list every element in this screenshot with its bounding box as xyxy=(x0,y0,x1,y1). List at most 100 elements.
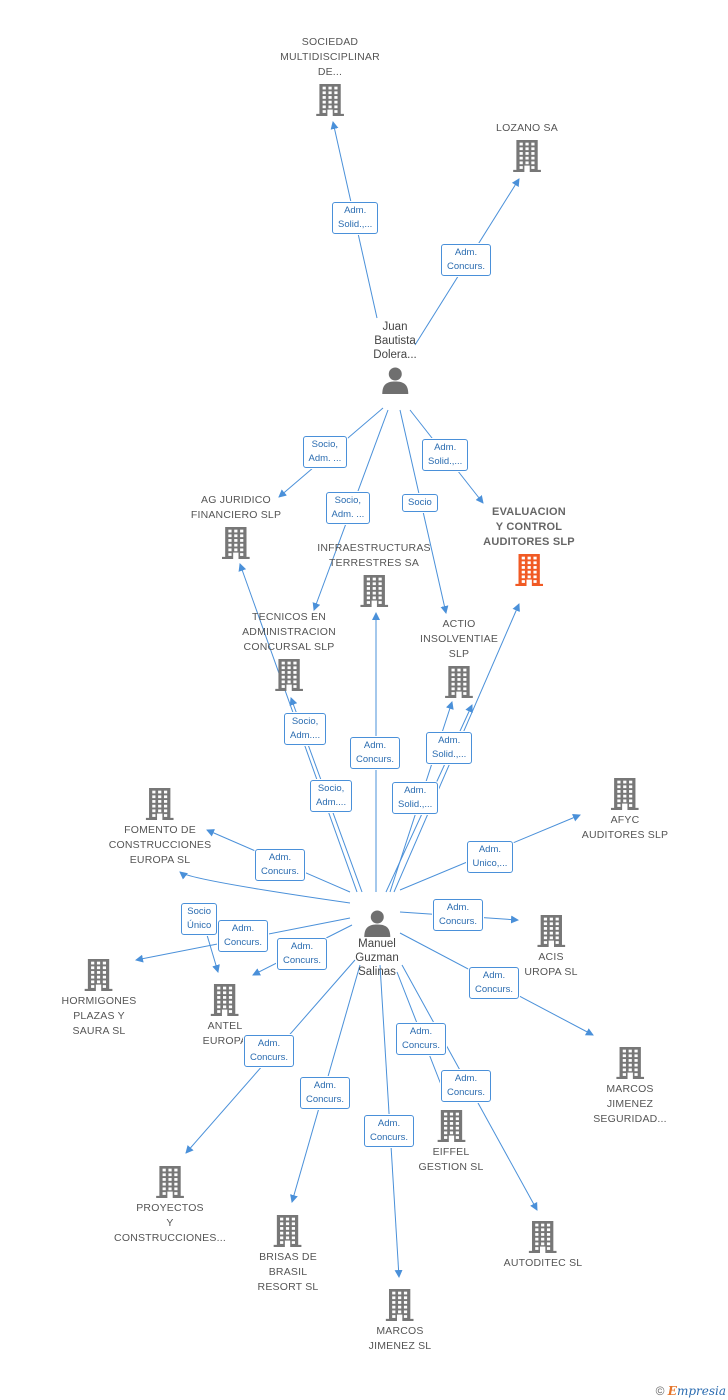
relation-text: Concurs. xyxy=(475,984,514,995)
relation-label[interactable]: Adm. Concurs. xyxy=(469,967,520,999)
relation-text: Adm.... xyxy=(316,797,347,808)
relation-label[interactable]: Adm.Solid.,... xyxy=(332,202,379,234)
relation-label[interactable]: Adm.Concurs. xyxy=(433,899,484,931)
company-name: SAURA SL xyxy=(72,1025,126,1037)
building-icon xyxy=(258,1215,319,1247)
company-name: EVALUACION xyxy=(492,506,566,518)
building-icon xyxy=(114,1166,226,1198)
person-name: Manuel xyxy=(358,938,396,950)
person-icon xyxy=(355,909,398,937)
company-name: EIFFEL xyxy=(432,1146,470,1158)
relation-text: Socio, xyxy=(311,439,339,450)
company-name: SLP xyxy=(448,648,470,660)
relation-text: Concurs. xyxy=(306,1094,345,1105)
relation-label[interactable]: Socio,Adm.... xyxy=(310,780,353,812)
relation-label[interactable]: Adm.Concurs. xyxy=(255,849,306,881)
building-icon xyxy=(418,1110,483,1142)
relation-label[interactable]: Socio xyxy=(402,494,438,512)
company-name: HORMIGONES xyxy=(61,995,137,1007)
company-name: JIMENEZ SL xyxy=(368,1340,432,1352)
relation-label[interactable]: Adm.Solid.,... xyxy=(392,782,439,814)
person-name: Salinas xyxy=(358,966,396,978)
company-name: EUROPA xyxy=(202,1035,248,1047)
company-node[interactable]: AUTODITEC SL xyxy=(504,1217,583,1271)
relation-label[interactable]: Adm.Solid.,... xyxy=(426,732,473,764)
relation-text: Unico,... xyxy=(472,858,508,869)
company-name: ANTEL xyxy=(207,1020,243,1032)
relation-text: Adm. xyxy=(231,923,255,934)
relation-text: Socio xyxy=(187,906,212,917)
relation-text: Adm. xyxy=(363,740,387,751)
company-node[interactable]: EIFFEL GESTION SL xyxy=(418,1106,483,1175)
company-node[interactable]: ACTIO INSOLVENTIAE SLP xyxy=(420,617,498,698)
relation-text: Adm. xyxy=(434,442,457,453)
relation-text: Socio xyxy=(408,497,432,508)
relation-label[interactable]: Adm.Concurs. xyxy=(244,1035,295,1067)
relation-text: Adm. xyxy=(482,970,506,981)
company-name: AUTODITEC SL xyxy=(503,1257,583,1269)
company-name: EUROPA SL xyxy=(129,854,191,866)
company-name: SEGURIDAD... xyxy=(593,1113,667,1125)
company-name: ADMINISTRACION xyxy=(242,626,336,638)
company-name: TECNICOS EN xyxy=(252,611,326,623)
building-icon xyxy=(593,1047,667,1079)
relation-text: Adm. ... xyxy=(331,509,365,520)
relation-label[interactable]: Socio,Adm.... xyxy=(284,713,327,745)
relation-text: Adm. xyxy=(344,205,367,216)
company-name: ACTIO xyxy=(442,618,476,630)
relation-label[interactable]: Adm.Concurs. xyxy=(218,920,269,952)
company-name: RESORT SL xyxy=(257,1281,319,1293)
building-icon xyxy=(317,575,430,607)
relation-label[interactable]: Socio,Adm. ... xyxy=(325,492,371,524)
relation-label[interactable]: Adm.Concurs. xyxy=(300,1077,351,1109)
building-icon xyxy=(109,788,212,820)
company-name: CONSTRUCCIONES... xyxy=(114,1232,226,1244)
company-node[interactable]: ANTEL EUROPA xyxy=(203,980,248,1049)
building-icon xyxy=(483,554,575,586)
building-icon xyxy=(504,1221,583,1253)
relation-text: Adm. xyxy=(454,247,478,258)
relation-label[interactable]: Adm.Concurs. xyxy=(277,938,328,970)
relation-label[interactable]: Adm.Concurs. xyxy=(350,737,401,769)
relation-text: Solid.,... xyxy=(432,749,467,760)
company-name: INSOLVENTIAE xyxy=(419,633,499,645)
company-name: UROPA SL xyxy=(524,966,578,978)
relation-label[interactable]: Socio,Adm. ... xyxy=(302,436,348,468)
company-name: SOCIEDAD xyxy=(301,36,359,48)
relation-label[interactable]: Adm.Concurs. xyxy=(396,1023,447,1055)
relation-text: Solid.,... xyxy=(428,456,463,467)
relation-text: Adm.... xyxy=(290,730,321,741)
relation-label[interactable]: Adm.Concurs. xyxy=(364,1115,415,1147)
relation-label[interactable]: Adm.Concurs. xyxy=(441,244,492,276)
company-name: CONSTRUCCIONES xyxy=(108,839,212,851)
company-name: GESTION SL xyxy=(418,1161,484,1173)
relation-text: Adm. xyxy=(257,1038,281,1049)
building-icon xyxy=(524,915,577,947)
relation-label[interactable]: Adm. Solid.,... xyxy=(422,439,469,471)
company-node[interactable]: LOZANO SA xyxy=(496,121,558,172)
building-icon xyxy=(280,84,380,116)
person-name: Dolera... xyxy=(373,349,417,361)
building-icon xyxy=(191,527,281,559)
relation-label[interactable]: Adm.Concurs. xyxy=(441,1070,492,1102)
company-name: PROYECTOS xyxy=(136,1202,204,1214)
relation-label[interactable]: Adm.Unico,... xyxy=(466,841,514,873)
relation-text: Solid.,... xyxy=(398,799,433,810)
relation-text: Adm. xyxy=(446,902,470,913)
